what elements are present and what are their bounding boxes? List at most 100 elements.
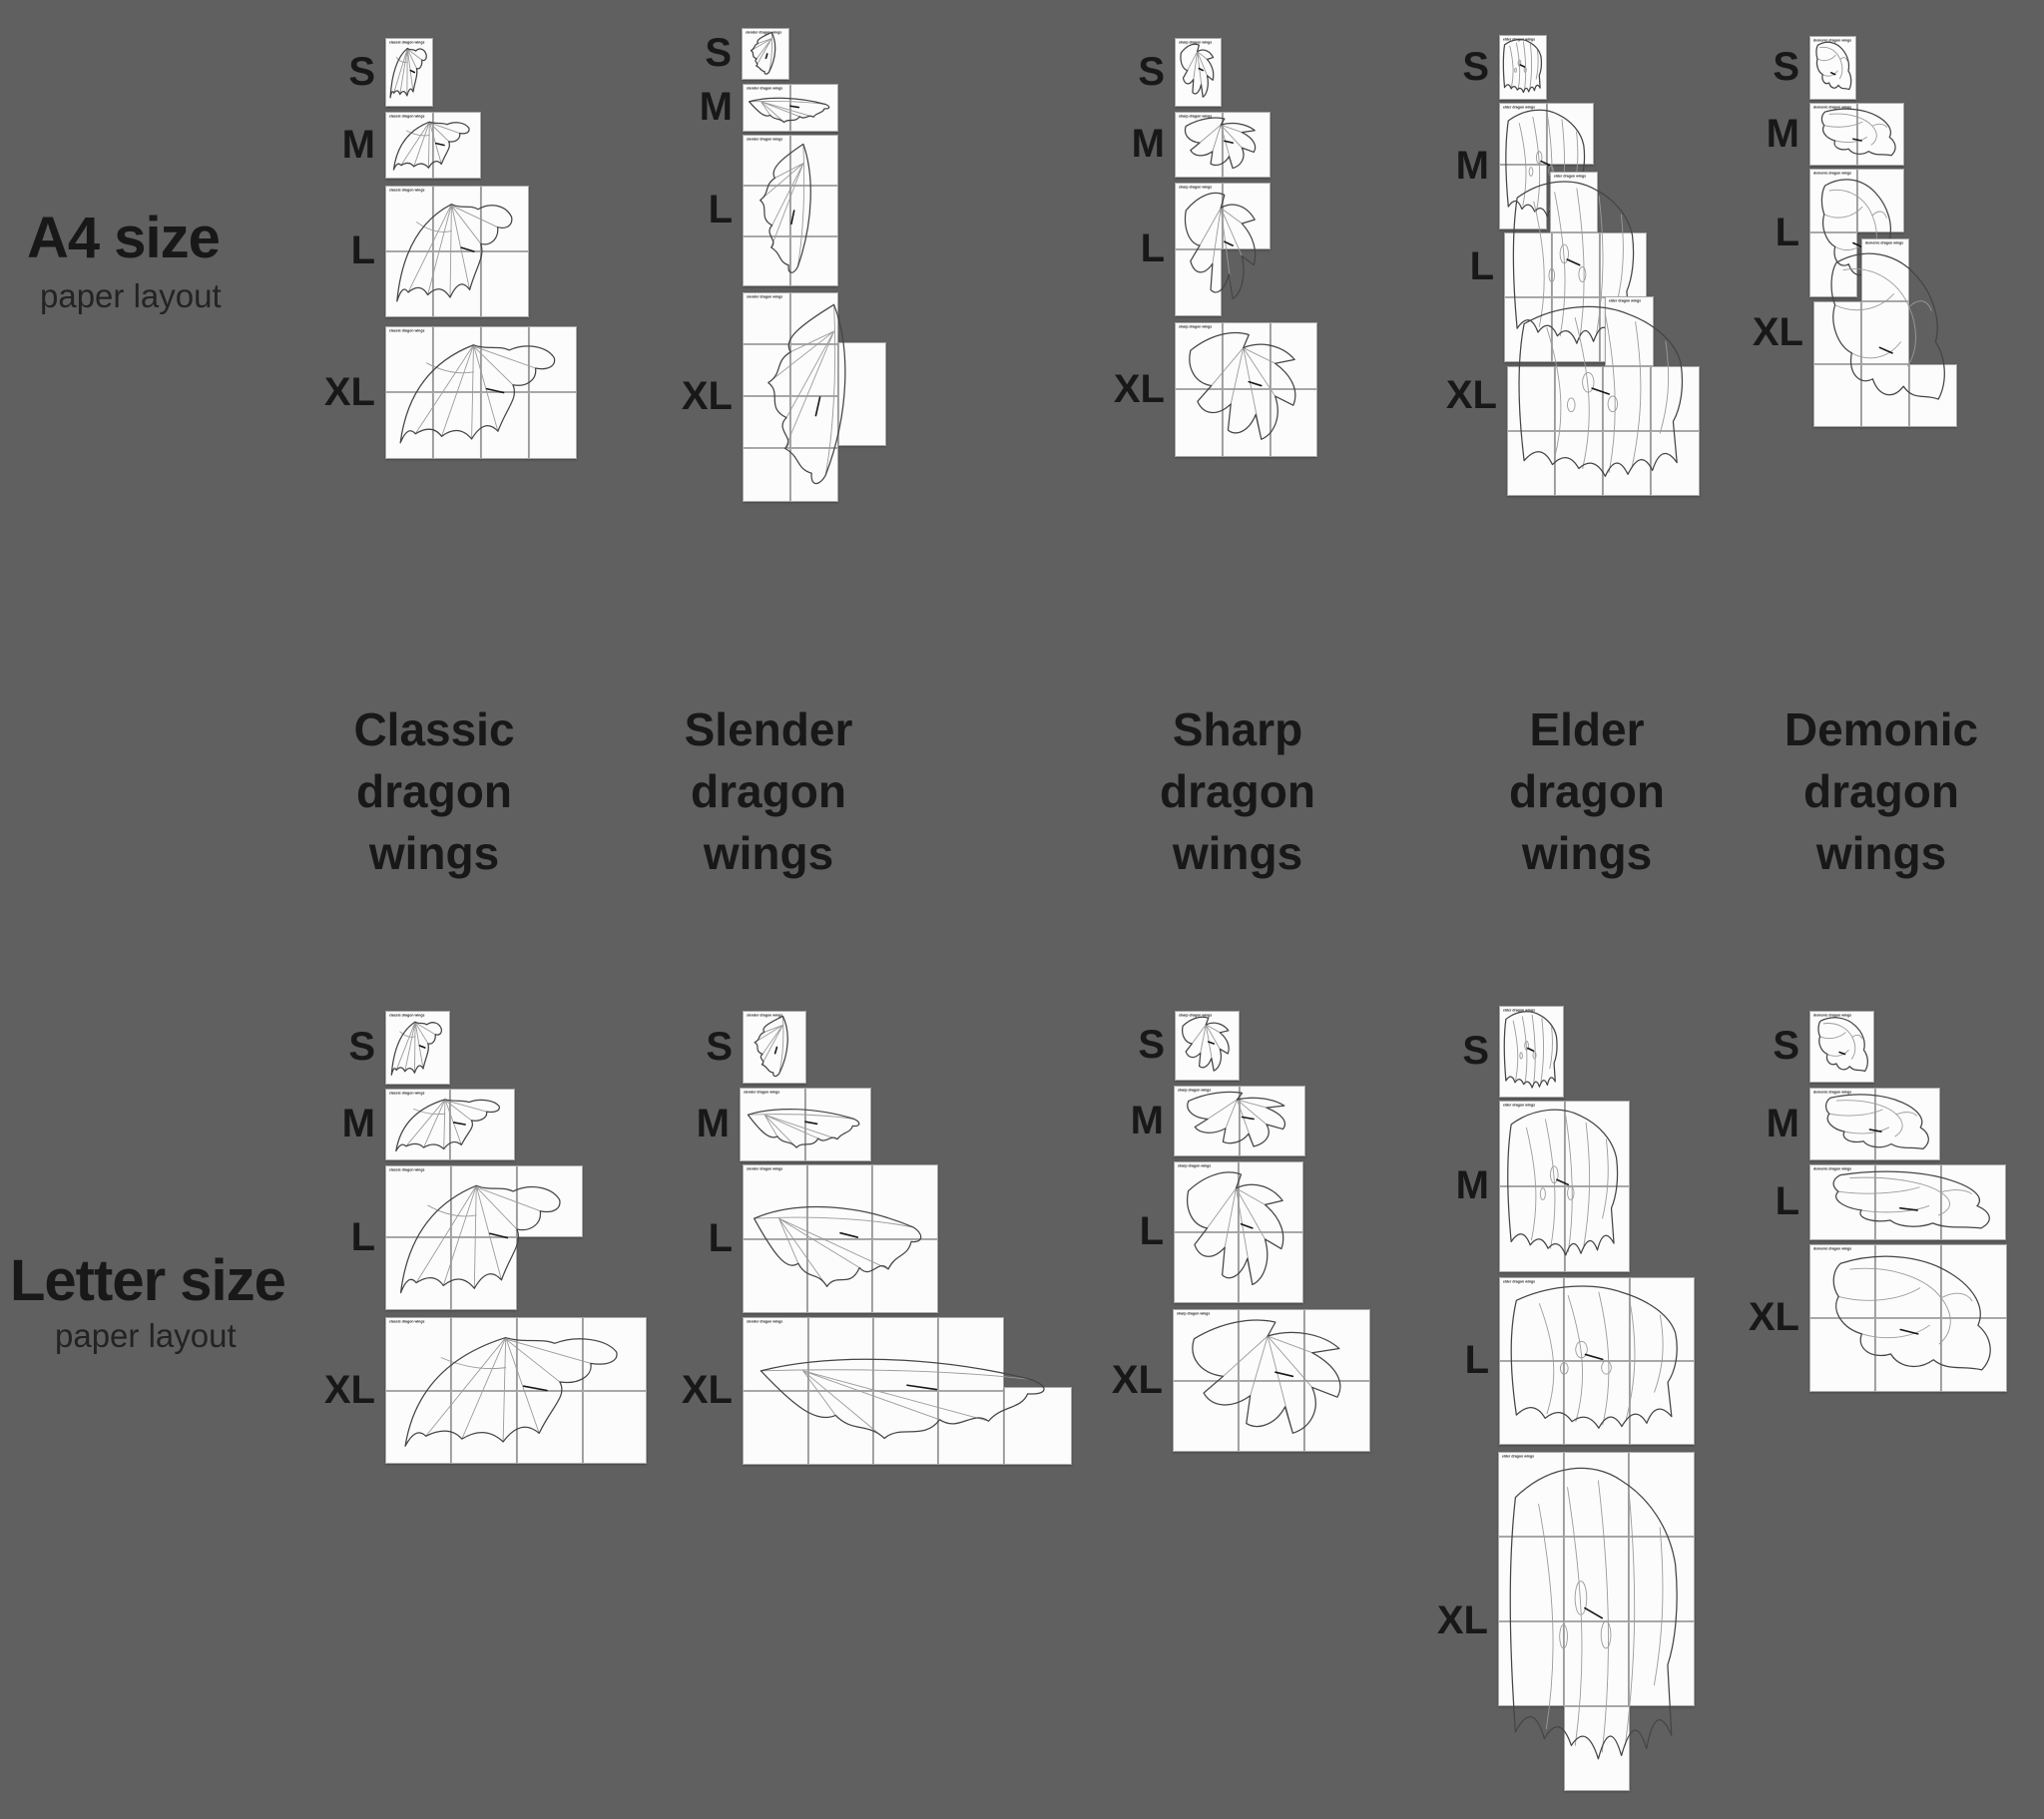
size-label-letter-classic-xl: XL — [323, 1367, 375, 1412]
pattern-page — [1498, 1537, 1564, 1621]
pattern-page — [385, 1237, 451, 1310]
size-label-letter-elder-l: L — [1464, 1338, 1489, 1382]
pattern-page — [1565, 1186, 1630, 1272]
section-title-a4: A4 size — [27, 206, 221, 270]
pattern-page: classic dragon wings — [385, 112, 433, 179]
page-header-text: slender dragon wings — [747, 1167, 783, 1171]
pattern-page — [790, 292, 838, 344]
page-header-text: elder dragon wings — [1503, 106, 1536, 110]
pattern-page: classic dragon wings — [385, 186, 433, 251]
classic-wing-drawing — [387, 114, 479, 177]
pattern-page — [807, 1239, 872, 1313]
pattern-page — [1651, 366, 1700, 431]
sharp-wing-drawing — [1176, 1163, 1301, 1301]
slender-wing-drawing — [745, 294, 884, 500]
letter-slender-m-pattern: slender dragon wings — [740, 1088, 871, 1161]
page-header-text: slender dragon wings — [747, 1014, 783, 1018]
pattern-page — [481, 251, 529, 317]
sharp-wing-drawing — [1176, 1088, 1303, 1154]
pattern-page — [1603, 431, 1651, 496]
pattern-page — [1564, 1452, 1629, 1537]
pattern-page — [1507, 366, 1555, 431]
pattern-page — [807, 1164, 872, 1239]
a4-slender-xl-pattern: slender dragon wings — [743, 292, 886, 502]
pattern-page — [583, 1317, 647, 1391]
slender-wing-drawing — [745, 137, 836, 284]
a4-elder-xl-pattern: elder dragon wings — [1507, 296, 1700, 496]
pattern-page — [481, 186, 529, 251]
pattern-page — [1809, 1318, 1875, 1392]
column-title-demonic: Demonic dragon wings — [1784, 703, 1979, 879]
pattern-page — [1630, 1361, 1695, 1445]
letter-classic-m-pattern: classic dragon wings — [385, 1089, 515, 1160]
elder-wing-drawing — [1506, 174, 1645, 360]
pattern-page: sharp dragon wings — [1173, 1309, 1239, 1381]
pattern-page — [1813, 364, 1861, 427]
size-label-letter-sharp-m: M — [1130, 1098, 1164, 1142]
classic-wing-drawing — [387, 40, 431, 105]
page-header-text: demonic dragon wings — [1813, 1247, 1852, 1251]
classic-wing-drawing — [387, 1013, 448, 1083]
page-header-text: sharp dragon wings — [1179, 41, 1213, 45]
size-label-a4-slender-m: M — [699, 85, 733, 129]
pattern-page — [385, 1391, 451, 1464]
sharp-wing-drawing — [1177, 114, 1269, 176]
pattern-page: classic dragon wings — [385, 1317, 451, 1391]
pattern-page: slender dragon wings — [742, 28, 789, 80]
demonic-wing-drawing — [1811, 1246, 2005, 1390]
page-header-text: demonic dragon wings — [1865, 241, 1904, 245]
pattern-page — [1564, 1537, 1629, 1621]
column-title-slender: Slender dragon wings — [684, 703, 853, 879]
demonic-wing-drawing — [1811, 38, 1854, 98]
pattern-page — [1175, 249, 1222, 316]
elder-wing-drawing — [1509, 298, 1698, 494]
pattern-page: demonic dragon wings — [1809, 103, 1857, 166]
size-label-letter-demonic-m: M — [1766, 1101, 1799, 1145]
letter-classic-s-pattern: classic dragon wings — [385, 1011, 450, 1085]
slender-wing-drawing — [745, 1166, 936, 1311]
letter-sharp-xl-pattern: sharp dragon wings — [1173, 1309, 1370, 1452]
pattern-page — [1857, 103, 1904, 166]
a4-slender-l-pattern: slender dragon wings — [743, 135, 838, 286]
pattern-page — [385, 251, 433, 317]
a4-classic-l-pattern: classic dragon wings — [385, 186, 529, 317]
pattern-page — [451, 1317, 517, 1391]
letter-sharp-s-pattern: sharp dragon wings — [1175, 1011, 1240, 1081]
pattern-page — [583, 1391, 647, 1464]
size-label-a4-demonic-m: M — [1766, 111, 1799, 156]
pattern-page — [1507, 431, 1555, 496]
page-header-text: classic dragon wings — [389, 189, 425, 193]
letter-classic-xl-pattern: classic dragon wings — [385, 1317, 647, 1464]
demonic-wing-drawing — [1815, 240, 1955, 425]
a4-sharp-m-pattern: sharp dragon wings — [1175, 112, 1271, 178]
page-header-text: sharp dragon wings — [1179, 1014, 1213, 1018]
pattern-page — [529, 326, 577, 392]
page-header-text: sharp dragon wings — [1178, 1164, 1212, 1168]
size-label-a4-slender-s: S — [705, 31, 732, 75]
pattern-page: demonic dragon wings — [1861, 238, 1909, 301]
size-label-letter-sharp-s: S — [1138, 1023, 1165, 1067]
a4-demonic-xl-pattern: demonic dragon wings — [1813, 238, 1957, 427]
size-label-a4-classic-xl: XL — [323, 369, 375, 414]
pattern-page — [1304, 1309, 1370, 1381]
page-header-text: sharp dragon wings — [1179, 115, 1213, 119]
pattern-page — [790, 186, 838, 236]
page-header-text: elder dragon wings — [1502, 1455, 1535, 1459]
pattern-page — [743, 396, 790, 448]
pattern-page — [385, 392, 433, 459]
pattern-page — [1004, 1387, 1072, 1465]
pattern-page: slender dragon wings — [743, 1317, 808, 1391]
demonic-wing-drawing — [1811, 1166, 2004, 1238]
sharp-wing-drawing — [1177, 324, 1315, 455]
a4-sharp-xl-pattern: sharp dragon wings — [1175, 322, 1317, 457]
pattern-page — [1564, 1621, 1629, 1706]
page-header-text: slender dragon wings — [747, 1320, 783, 1324]
classic-wing-drawing — [387, 328, 575, 457]
page-header-text: elder dragon wings — [1609, 299, 1642, 303]
pattern-page: slender dragon wings — [743, 1011, 806, 1084]
size-label-a4-elder-m: M — [1455, 143, 1489, 188]
page-header-text: classic dragon wings — [389, 41, 425, 45]
page-header-text: classic dragon wings — [389, 1092, 425, 1096]
size-label-letter-slender-xl: XL — [681, 1368, 733, 1412]
pattern-page — [743, 344, 790, 396]
